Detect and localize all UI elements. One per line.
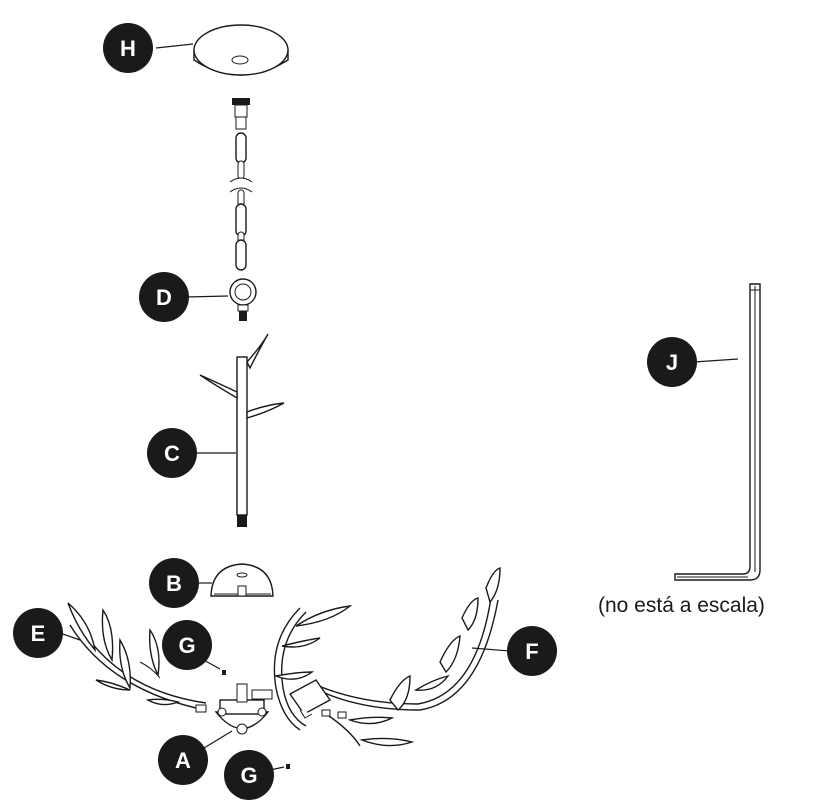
- callout-F: F: [507, 626, 557, 676]
- callout-J: J: [647, 337, 697, 387]
- label-J: J: [666, 350, 678, 375]
- leader-J: [693, 358, 739, 363]
- not-to-scale-note: (no está a escala): [598, 594, 765, 617]
- part-G-screw-upper: [222, 670, 226, 675]
- callout-B: B: [149, 558, 199, 608]
- label-D: D: [156, 285, 172, 310]
- part-J-hex-key: [674, 283, 761, 581]
- callout-A: A: [158, 735, 208, 785]
- label-B: B: [166, 571, 182, 596]
- label-E: E: [31, 621, 46, 646]
- chain-assembly: [229, 98, 253, 271]
- callout-E: E: [13, 608, 63, 658]
- label-F: F: [525, 639, 538, 664]
- label-A: A: [175, 748, 191, 773]
- callout-C: C: [147, 428, 197, 478]
- leader-D: [185, 295, 229, 298]
- part-C-stem: [199, 333, 285, 527]
- leader-H: [155, 43, 194, 49]
- label-H: H: [120, 36, 136, 61]
- callout-H: H: [103, 23, 153, 73]
- label-G-lower: G: [240, 763, 257, 788]
- leader-A: [203, 730, 233, 749]
- leader-F: [471, 647, 511, 652]
- callout-G-lower: G: [224, 750, 274, 800]
- callout-G-upper: G: [162, 620, 212, 670]
- part-A-hub: [214, 683, 273, 735]
- callout-D: D: [139, 272, 189, 322]
- part-B-cup: [210, 563, 274, 597]
- label-G-upper: G: [178, 633, 195, 658]
- label-C: C: [164, 441, 180, 466]
- part-H-canopy: [193, 24, 289, 76]
- part-D-eye-bolt: [229, 278, 257, 321]
- part-G-screw-lower: [286, 764, 290, 769]
- part-E-arm: [67, 602, 207, 713]
- leader-E: [59, 632, 81, 641]
- part-F-arm: [273, 567, 501, 747]
